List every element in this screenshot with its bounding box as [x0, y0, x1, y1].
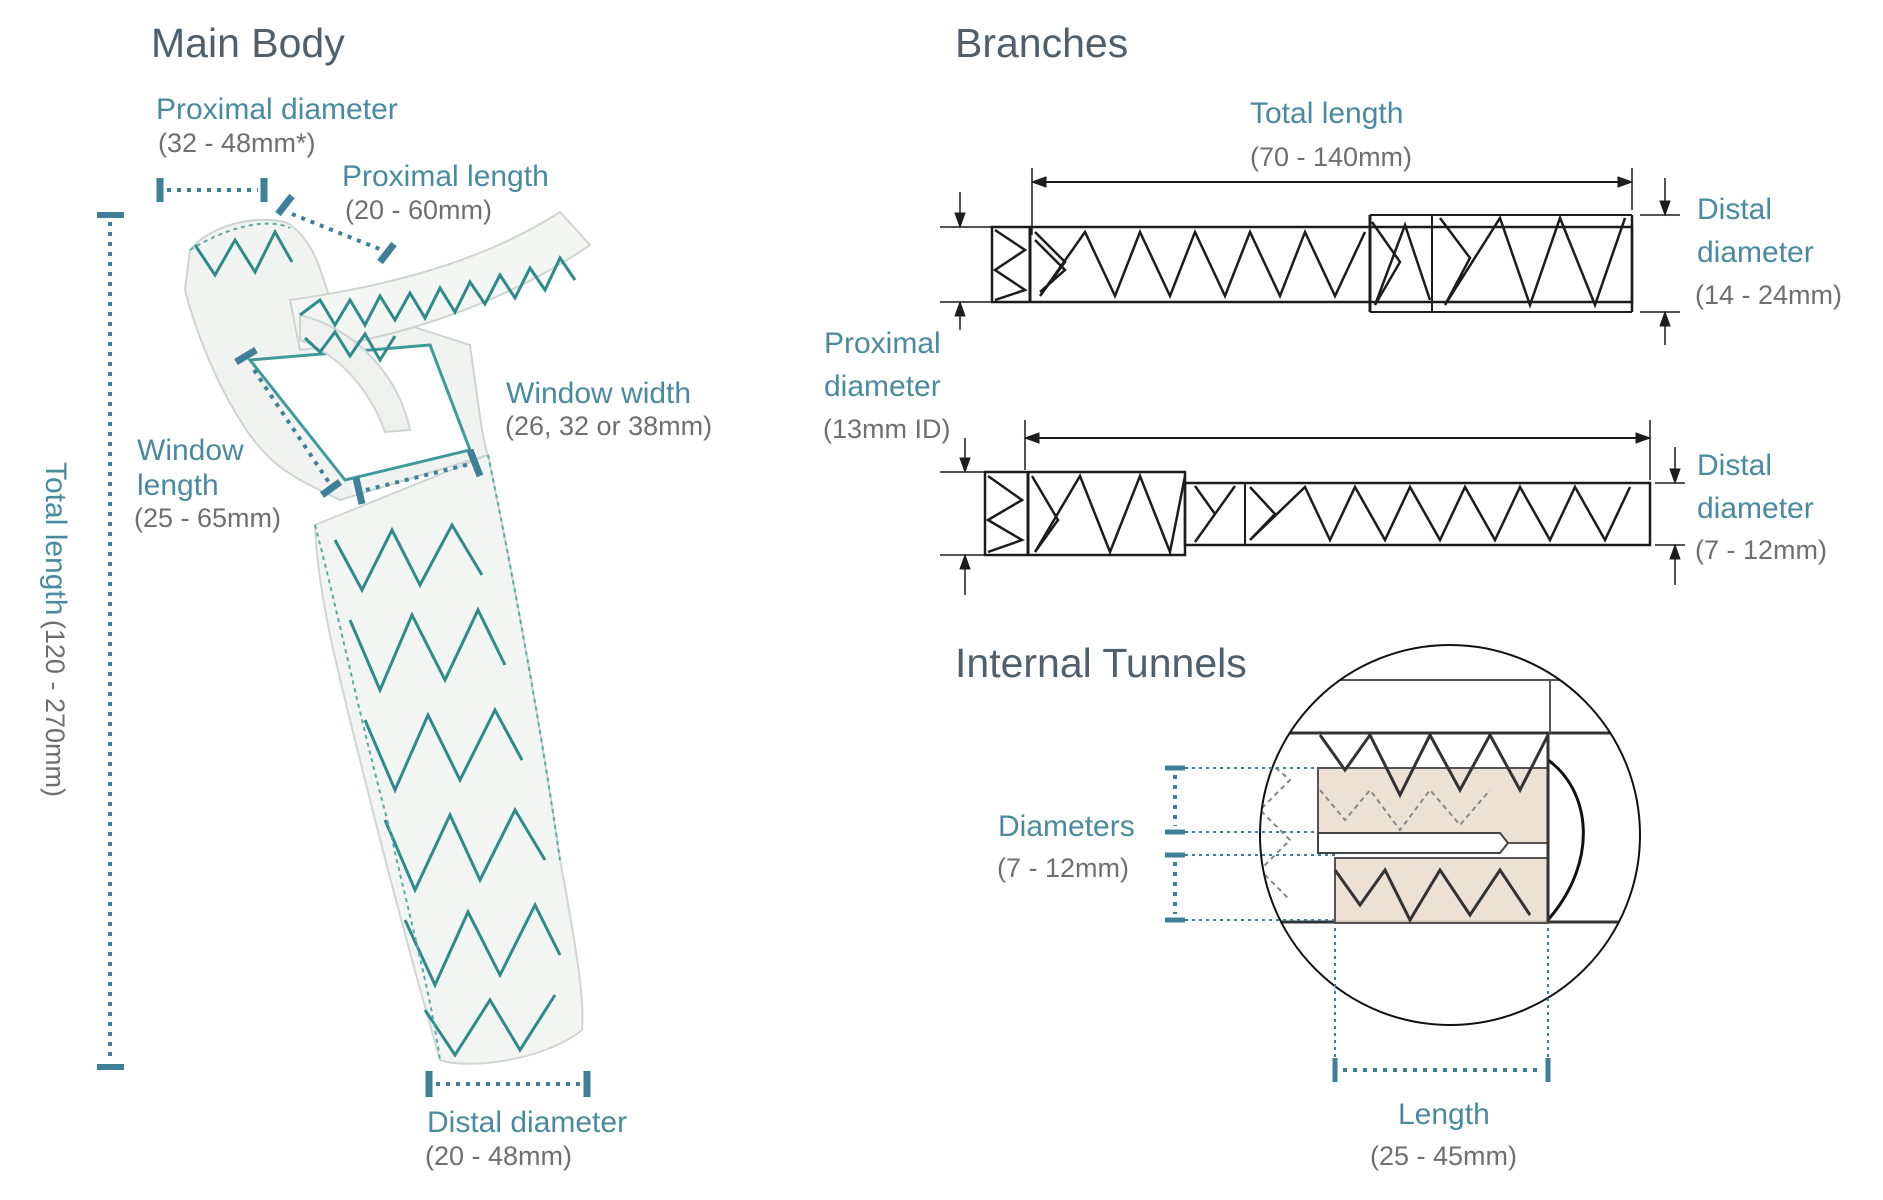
tunnel-length-label: Length: [1398, 1098, 1490, 1131]
window-width-range: (26, 32 or 38mm): [505, 411, 713, 441]
graft-side-branch-arm: [288, 210, 592, 352]
proximal-length-marker: [275, 193, 397, 265]
window-length-label-line1: Window: [137, 434, 244, 467]
main-total-length-text: Total length (120 - 270mm): [38, 462, 72, 797]
graft-stitch-lines: [189, 222, 561, 1061]
branch-top-distal-label-line2: diameter: [1697, 236, 1814, 269]
main-proximal-length-label: Proximal length: [342, 160, 549, 193]
total-length-marker: [97, 212, 124, 1070]
tunnel-diameters-label: Diameters: [998, 810, 1135, 843]
branches-total-length-label: Total length: [1250, 97, 1404, 130]
main-total-length-range: (120 - 270mm): [40, 619, 70, 797]
main-body-graft: [183, 210, 592, 1065]
branches-title: Branches: [955, 20, 1129, 66]
branch-diagram-bottom: [983, 470, 1652, 557]
branch-top-distal-range: (14 - 24mm): [1695, 280, 1843, 310]
tunnel-length-range: (25 - 45mm): [1370, 1141, 1518, 1171]
window-length-range: (25 - 65mm): [134, 503, 282, 533]
graft-stent-rings: [193, 228, 577, 1058]
window-length-label-line2: length: [137, 469, 219, 502]
proximal-diameter-marker: [156, 178, 268, 202]
branch-dimension-lines: [940, 168, 1685, 595]
branch-bottom-distal-range: (7 - 12mm): [1695, 535, 1828, 565]
distal-diameter-marker: [425, 1071, 591, 1097]
window-length-marker: [234, 346, 343, 498]
main-total-length-label: Total length: [39, 462, 72, 616]
branch-top-distal-label-line1: Distal: [1697, 193, 1773, 226]
main-body-dimension-markers: [97, 178, 591, 1097]
main-proximal-diameter-label: Proximal diameter: [156, 93, 398, 126]
internal-tunnel-magnifier: [1259, 644, 1641, 1026]
branch-bottom-distal-label-line2: diameter: [1697, 492, 1814, 525]
tunnel-diameters-range: (7 - 12mm): [997, 853, 1130, 883]
branch-proximal-label-line1: Proximal: [824, 327, 941, 360]
branch-proximal-range: (13mm ID): [823, 414, 951, 444]
internal-tunnels-title: Internal Tunnels: [955, 640, 1247, 686]
branches-total-length-range: (70 - 140mm): [1250, 142, 1413, 172]
main-proximal-length-range: (20 - 60mm): [345, 195, 493, 225]
internal-tunnel-dimension-markers: [1165, 765, 1551, 1082]
main-distal-diameter-label: Distal diameter: [427, 1106, 628, 1139]
main-body-title: Main Body: [151, 20, 345, 66]
main-distal-diameter-range: (20 - 48mm): [425, 1141, 573, 1171]
branch-proximal-label-line2: diameter: [824, 370, 941, 403]
window-width-marker: [352, 448, 484, 505]
window-width-label: Window width: [506, 377, 692, 410]
branch-bottom-distal-label-line1: Distal: [1697, 449, 1773, 482]
branch-diagram-top: [990, 214, 1634, 313]
main-proximal-diameter-range: (32 - 48mm*): [158, 128, 316, 158]
